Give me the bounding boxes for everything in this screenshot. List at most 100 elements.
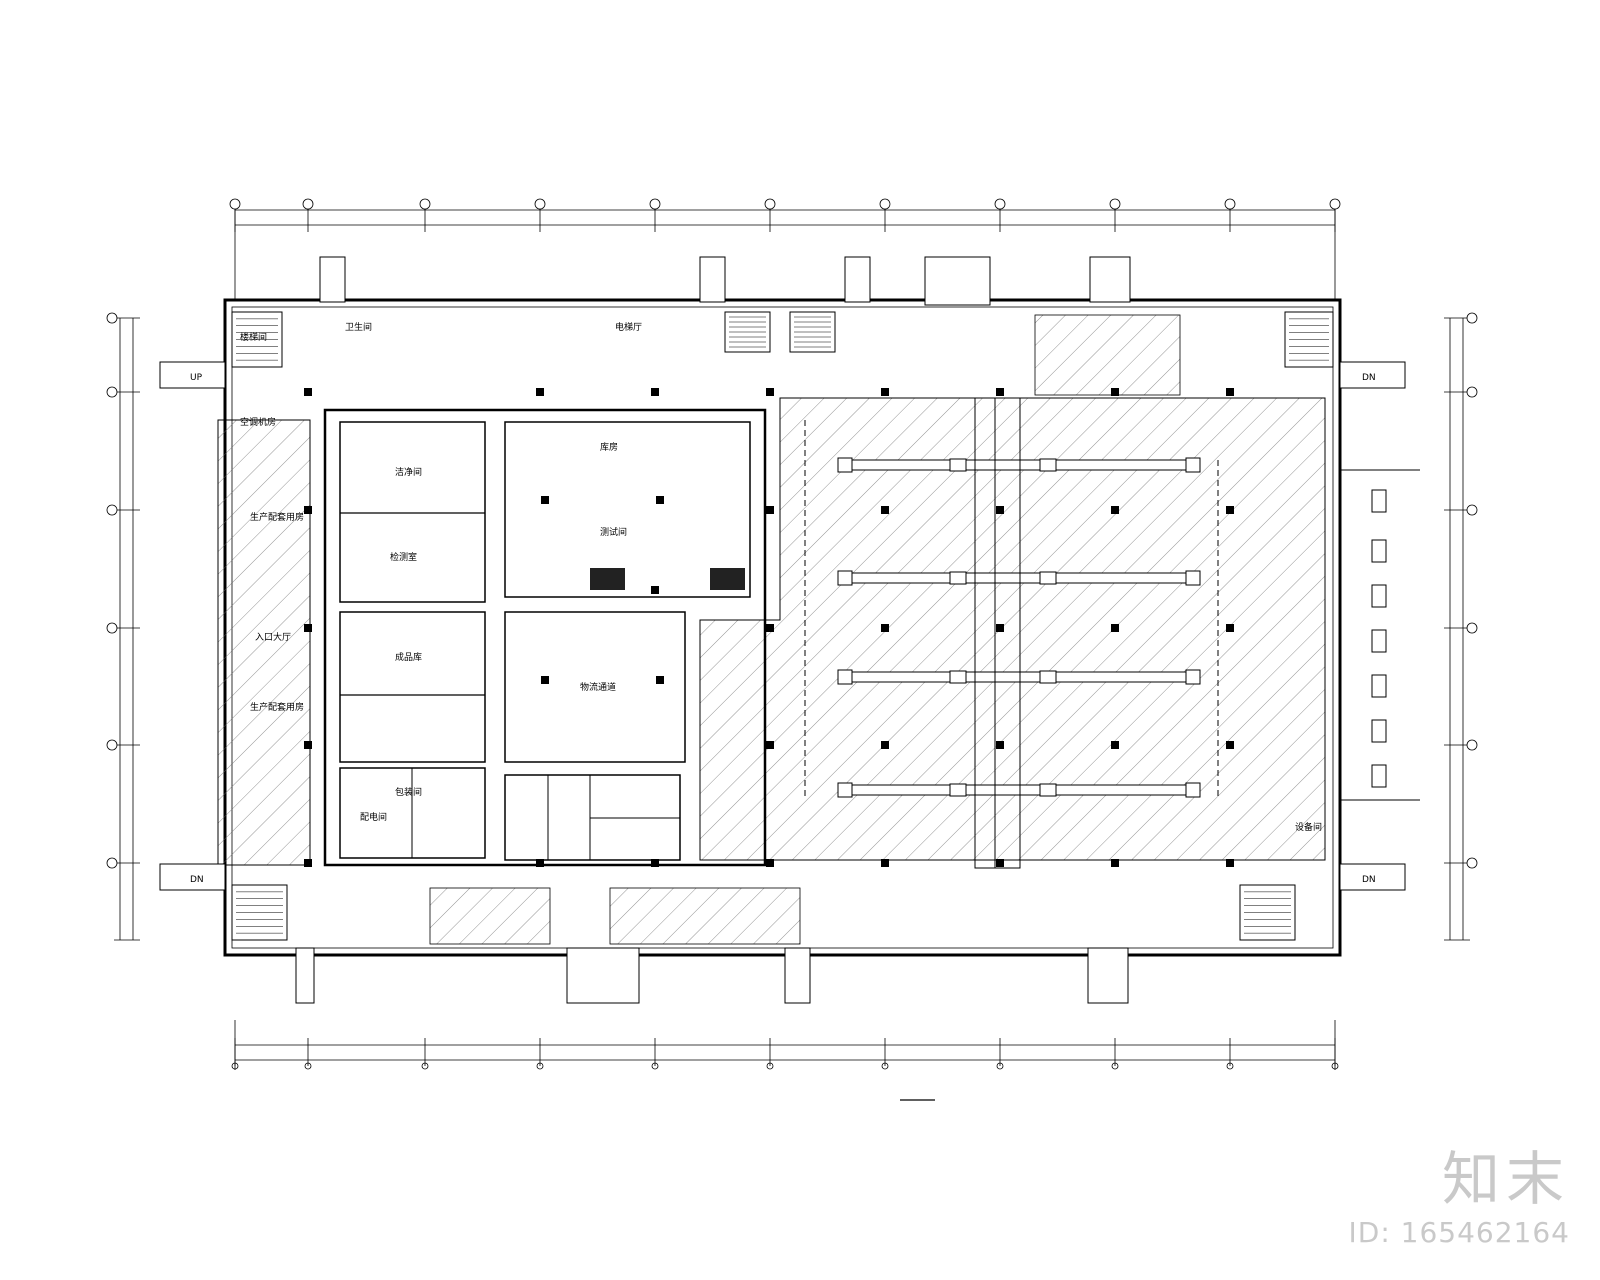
room-label: 物流通道 xyxy=(580,681,616,693)
room-label: 洁净间 xyxy=(395,466,422,478)
column xyxy=(541,676,549,684)
left-hatched-zone xyxy=(217,419,311,866)
dn-marker-right-top: DN xyxy=(1362,373,1376,383)
column xyxy=(766,741,774,749)
column xyxy=(304,624,312,632)
column xyxy=(651,859,659,867)
room-label: 入口大厅 xyxy=(255,631,291,643)
grid-bubble-top xyxy=(302,198,314,210)
room-label: 包装间 xyxy=(395,786,422,798)
column xyxy=(1226,741,1234,749)
grid-bubble-side xyxy=(1466,622,1478,634)
grid-bubble-side xyxy=(1466,312,1478,324)
column xyxy=(656,496,664,504)
grid-bubble-top xyxy=(764,198,776,210)
grid-bubble-side xyxy=(1466,739,1478,751)
top-band-hatched xyxy=(1034,314,1181,396)
column xyxy=(541,496,549,504)
column xyxy=(881,859,889,867)
column xyxy=(1111,859,1119,867)
side-dimension-lines xyxy=(119,318,1464,940)
production-hall-hatched xyxy=(699,397,1326,861)
grid-bubble-top xyxy=(534,198,546,210)
column xyxy=(766,506,774,514)
watermark-id: ID: 165462164 xyxy=(1348,1216,1570,1249)
column xyxy=(996,388,1004,396)
grid-bubble-side xyxy=(106,386,118,398)
column xyxy=(304,388,312,396)
grid-bubble-top xyxy=(879,198,891,210)
side-entry-markers xyxy=(159,361,1406,891)
column xyxy=(1111,624,1119,632)
top-dimension-lines xyxy=(234,200,1336,300)
top-dimension-ticks xyxy=(231,200,1339,232)
room-label: 成品库 xyxy=(395,651,422,663)
room-label: 检测室 xyxy=(390,551,417,563)
column xyxy=(304,859,312,867)
column xyxy=(996,506,1004,514)
bottom-band-hatched xyxy=(609,887,801,945)
room-label: 电梯厅 xyxy=(615,321,642,333)
watermark: 知末 ID: 165462164 xyxy=(1349,1150,1570,1249)
grid-bubble-top xyxy=(419,198,431,210)
grid-bubble-side xyxy=(1466,504,1478,516)
column xyxy=(1226,624,1234,632)
structural-columns xyxy=(304,388,1234,867)
dn-marker-left-bottom: DN xyxy=(190,875,204,885)
column xyxy=(1226,506,1234,514)
grid-bubble-side xyxy=(106,739,118,751)
grid-bubble-side xyxy=(1466,386,1478,398)
room-label: 楼梯间 xyxy=(240,331,267,343)
clean-room-block xyxy=(323,408,767,867)
bottom-dimension-ticks xyxy=(231,1038,1339,1070)
grid-bubble-side xyxy=(106,857,118,869)
grid-bubble-side xyxy=(106,622,118,634)
room-label: 测试间 xyxy=(600,526,627,538)
grid-bubble-side xyxy=(1466,857,1478,869)
grid-bubble-side xyxy=(106,312,118,324)
column xyxy=(651,388,659,396)
equipment-blocks xyxy=(590,568,745,590)
bottom-band-hatched-2 xyxy=(429,887,551,945)
bottom-dimension-lines xyxy=(234,1020,1336,1070)
column xyxy=(1226,388,1234,396)
column xyxy=(1111,741,1119,749)
room-label: 卫生间 xyxy=(345,321,372,333)
column xyxy=(1111,506,1119,514)
column xyxy=(1111,388,1119,396)
grid-bubbles xyxy=(106,198,1478,869)
bottom-protrusions xyxy=(295,947,1129,1004)
column xyxy=(304,506,312,514)
stair-cores xyxy=(231,311,1334,941)
column xyxy=(1226,859,1234,867)
grid-bubble-top xyxy=(1224,198,1236,210)
column xyxy=(881,624,889,632)
column xyxy=(651,586,659,594)
grid-bubble-top xyxy=(229,198,241,210)
watermark-logo: 知末 xyxy=(1441,1145,1570,1213)
grid-bubble-top xyxy=(1329,198,1341,210)
column xyxy=(996,859,1004,867)
column xyxy=(881,388,889,396)
loading-bays xyxy=(1339,400,1420,860)
up-marker-left-top: UP xyxy=(190,373,203,383)
room-labels: 空调机房 生产配套用房 入口大厅 生产配套用房 洁净间 检测室 成品库 包装间 … xyxy=(240,321,1322,833)
column xyxy=(881,741,889,749)
grid-bubble-side xyxy=(106,504,118,516)
column xyxy=(996,624,1004,632)
room-label: 生产配套用房 xyxy=(250,701,304,713)
side-dimension-ticks xyxy=(114,317,1470,941)
hvac-ducts xyxy=(804,397,1219,869)
column xyxy=(536,859,544,867)
column xyxy=(766,624,774,632)
column xyxy=(304,741,312,749)
room-label: 生产配套用房 xyxy=(250,511,304,523)
grid-bubble-top xyxy=(649,198,661,210)
column xyxy=(881,506,889,514)
room-label: 配电间 xyxy=(360,811,387,823)
stair-treads xyxy=(236,316,1329,934)
column xyxy=(996,741,1004,749)
room-label: 设备间 xyxy=(1295,821,1322,833)
top-protrusions xyxy=(319,256,1131,306)
